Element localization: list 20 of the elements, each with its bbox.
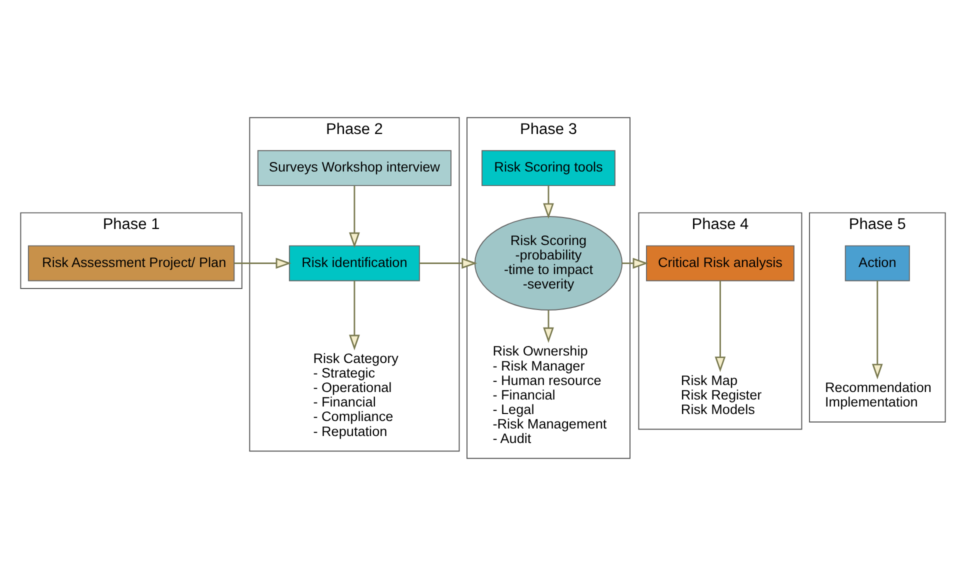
arrow <box>543 185 554 218</box>
node-text: Risk Ownership - Risk Manager - Human resource - Financial - Legal -Risk Management - Audit <box>492 343 607 446</box>
arrow <box>349 280 360 350</box>
arrow <box>420 257 478 268</box>
arrow <box>349 185 360 248</box>
node-box: Risk identification <box>288 244 420 281</box>
node-box: Risk Scoring tools <box>482 150 616 186</box>
node-text: Risk Category - Strategic - Operational - Financial - Compliance - Reputation <box>313 350 398 438</box>
node-ellipse: Risk Scoring -probability -time to impact -severity <box>474 216 623 310</box>
arrow <box>234 257 292 268</box>
node-text: Recommendation Implementation <box>825 380 932 410</box>
arrow <box>872 280 883 379</box>
node-box: Risk Assessment Project/ Plan <box>28 244 235 281</box>
node-text: Risk Map Risk Register Risk Models <box>680 372 762 416</box>
arrow <box>622 257 648 268</box>
arrow <box>543 310 554 342</box>
node-box: Surveys Workshop interview <box>257 150 452 186</box>
node-box: Critical Risk analysis <box>646 244 794 281</box>
arrow <box>714 280 726 372</box>
node-box: Action <box>844 244 910 281</box>
